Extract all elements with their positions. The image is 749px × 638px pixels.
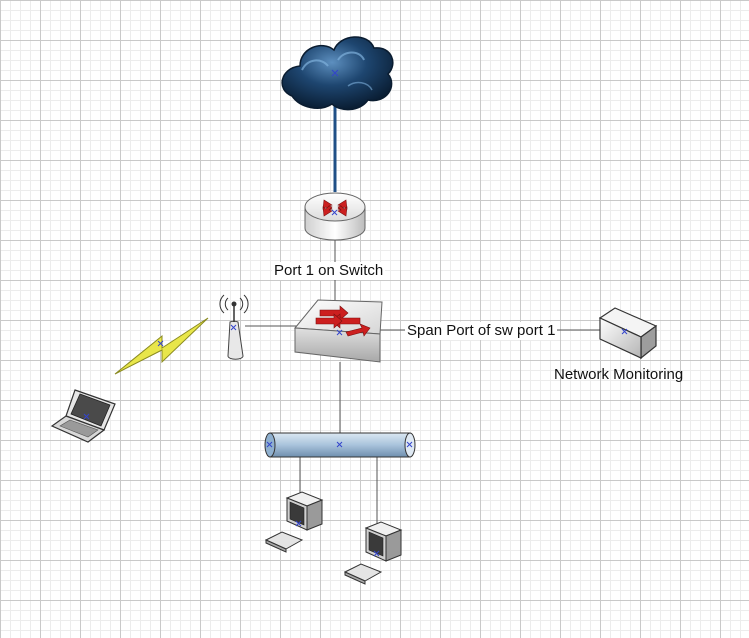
network-monitoring-label: Network Monitoring — [554, 366, 684, 383]
workstation-icon[interactable] — [264, 491, 324, 553]
wireless-link-icon — [114, 317, 209, 375]
cloud-icon[interactable] — [281, 36, 394, 111]
connectors — [245, 105, 600, 535]
switch-icon[interactable] — [293, 299, 383, 363]
connection-markers — [83, 69, 628, 557]
span-port-label: Span Port of sw port 1 — [405, 322, 558, 340]
router-icon[interactable] — [304, 192, 366, 241]
wireless-antenna-icon[interactable] — [219, 294, 249, 360]
network-monitor-appliance-icon[interactable] — [598, 307, 658, 360]
workstation-icon[interactable] — [343, 521, 403, 585]
switch-uplink-label: Port 1 on Switch — [272, 262, 386, 280]
laptop-icon[interactable] — [50, 389, 116, 443]
